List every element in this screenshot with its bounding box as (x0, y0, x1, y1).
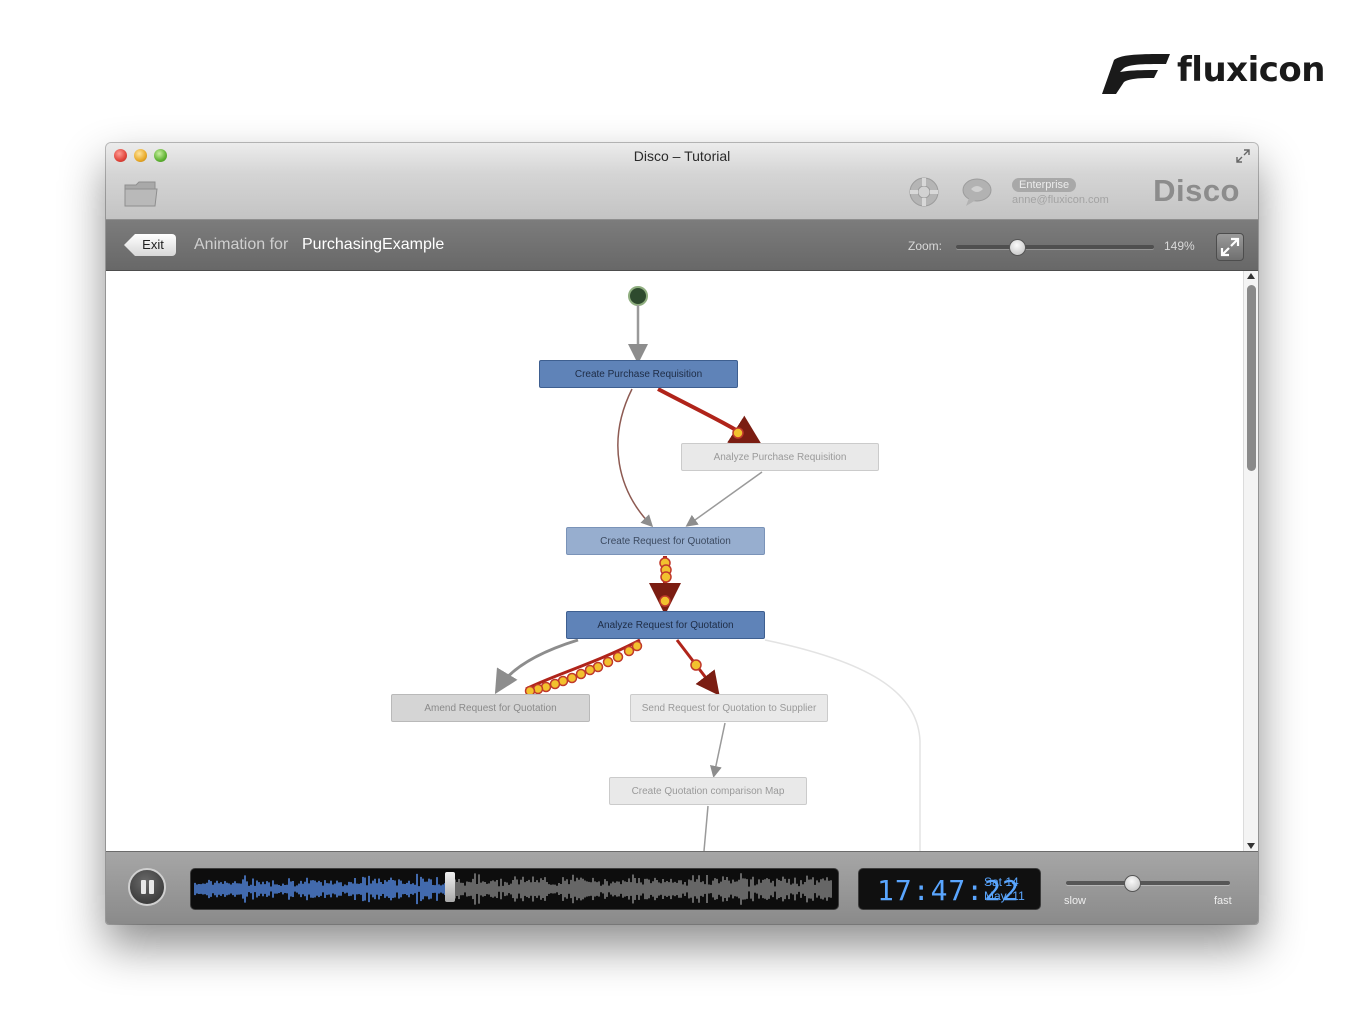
case-tokens (524, 427, 744, 697)
app-window: Disco – Tutorial Enterprise anne@fluxico… (106, 143, 1258, 924)
fullscreen-icon[interactable] (1236, 149, 1250, 163)
edge-analyze-pr-create-rfq (685, 471, 763, 527)
user-email: anne@fluxicon.com (1012, 194, 1109, 206)
clock-date: May '11 (984, 889, 1025, 903)
edge-analyze-rfq-amend-rfq-active (525, 638, 641, 691)
activity-analyze-request-for-quotation[interactable]: Analyze Request for Quotation (566, 611, 765, 639)
minimize-window-button[interactable] (134, 149, 147, 162)
activity-send-request-for-quotation[interactable]: Send Request for Quotation to Supplier (630, 694, 828, 722)
activity-analyze-purchase-requisition[interactable]: Analyze Purchase Requisition (681, 443, 879, 471)
activity-create-quotation-comparison-map[interactable]: Create Quotation comparison Map (609, 777, 807, 805)
edge-analyze-rfq-downstream (764, 639, 921, 851)
scroll-thumb[interactable] (1247, 285, 1256, 471)
playback-bar: 17:47:22 Sat 14 May '11 slow fast (106, 851, 1258, 924)
expand-button[interactable] (1216, 233, 1244, 261)
app-name-logo: Disco (1153, 173, 1240, 208)
zoom-label: Zoom: (908, 239, 943, 253)
animation-label: Animation for (194, 236, 289, 253)
zoom-window-button[interactable] (154, 149, 167, 162)
speed-fast-label: fast (1214, 895, 1232, 907)
edge-analyze-rfq-amend-rfq (494, 638, 579, 695)
speed-slider[interactable] (1066, 875, 1230, 892)
animation-clock: 17:47:22 Sat 14 May '11 (858, 868, 1041, 910)
window-title: Disco – Tutorial (633, 148, 731, 164)
help-lifebuoy-icon[interactable] (908, 176, 940, 208)
fluxicon-logo: fluxicon (1100, 50, 1330, 100)
scroll-up-arrow[interactable] (1247, 273, 1255, 279)
fluxicon-logo-icon (1102, 54, 1170, 94)
expand-icon (1220, 237, 1240, 257)
log-name: PurchasingExample (302, 236, 445, 253)
feedback-chat-icon[interactable] (961, 177, 993, 207)
process-map-edges (494, 286, 921, 851)
folder-icon[interactable] (124, 181, 158, 207)
exit-button[interactable]: Exit (124, 234, 176, 256)
pause-button[interactable] (128, 868, 166, 906)
fluxicon-wordmark: fluxicon (1177, 50, 1325, 90)
activity-create-request-for-quotation[interactable]: Create Request for Quotation (566, 527, 765, 555)
zoom-slider-knob[interactable] (1009, 239, 1027, 256)
clock-day: Sat 14 (984, 875, 1019, 889)
license-badge: Enterprise (1012, 178, 1077, 192)
timeline-playhead[interactable] (444, 872, 455, 902)
activity-create-purchase-requisition[interactable]: Create Purchase Requisition (539, 360, 738, 388)
zoom-slider[interactable] (956, 239, 1154, 256)
edge-send-rfq-quotation-map (709, 722, 726, 778)
scroll-down-arrow[interactable] (1247, 843, 1255, 849)
activity-waveform (194, 873, 832, 905)
clock-time: 17:47:22 (877, 874, 1020, 907)
edge-quotation-map-downstream (703, 805, 709, 851)
speed-slider-knob[interactable] (1123, 875, 1141, 892)
zoom-value: 149% (1164, 239, 1195, 253)
timeline-scrubber[interactable] (190, 868, 839, 910)
edge-create-pr-analyze-pr (657, 387, 763, 447)
close-window-button[interactable] (114, 149, 127, 162)
edge-create-pr-create-rfq (617, 388, 654, 528)
process-map-canvas[interactable]: Create Purchase Requisition Analyze Purc… (106, 271, 1243, 851)
speed-slow-label: slow (1064, 895, 1087, 907)
start-node[interactable] (628, 286, 648, 306)
animation-toolbar: Exit Animation for PurchasingExample Zoo… (106, 220, 1258, 271)
vertical-scrollbar[interactable] (1243, 271, 1258, 851)
activity-amend-request-for-quotation[interactable]: Amend Request for Quotation (391, 694, 590, 722)
title-bar: Disco – Tutorial Enterprise anne@fluxico… (106, 143, 1258, 220)
